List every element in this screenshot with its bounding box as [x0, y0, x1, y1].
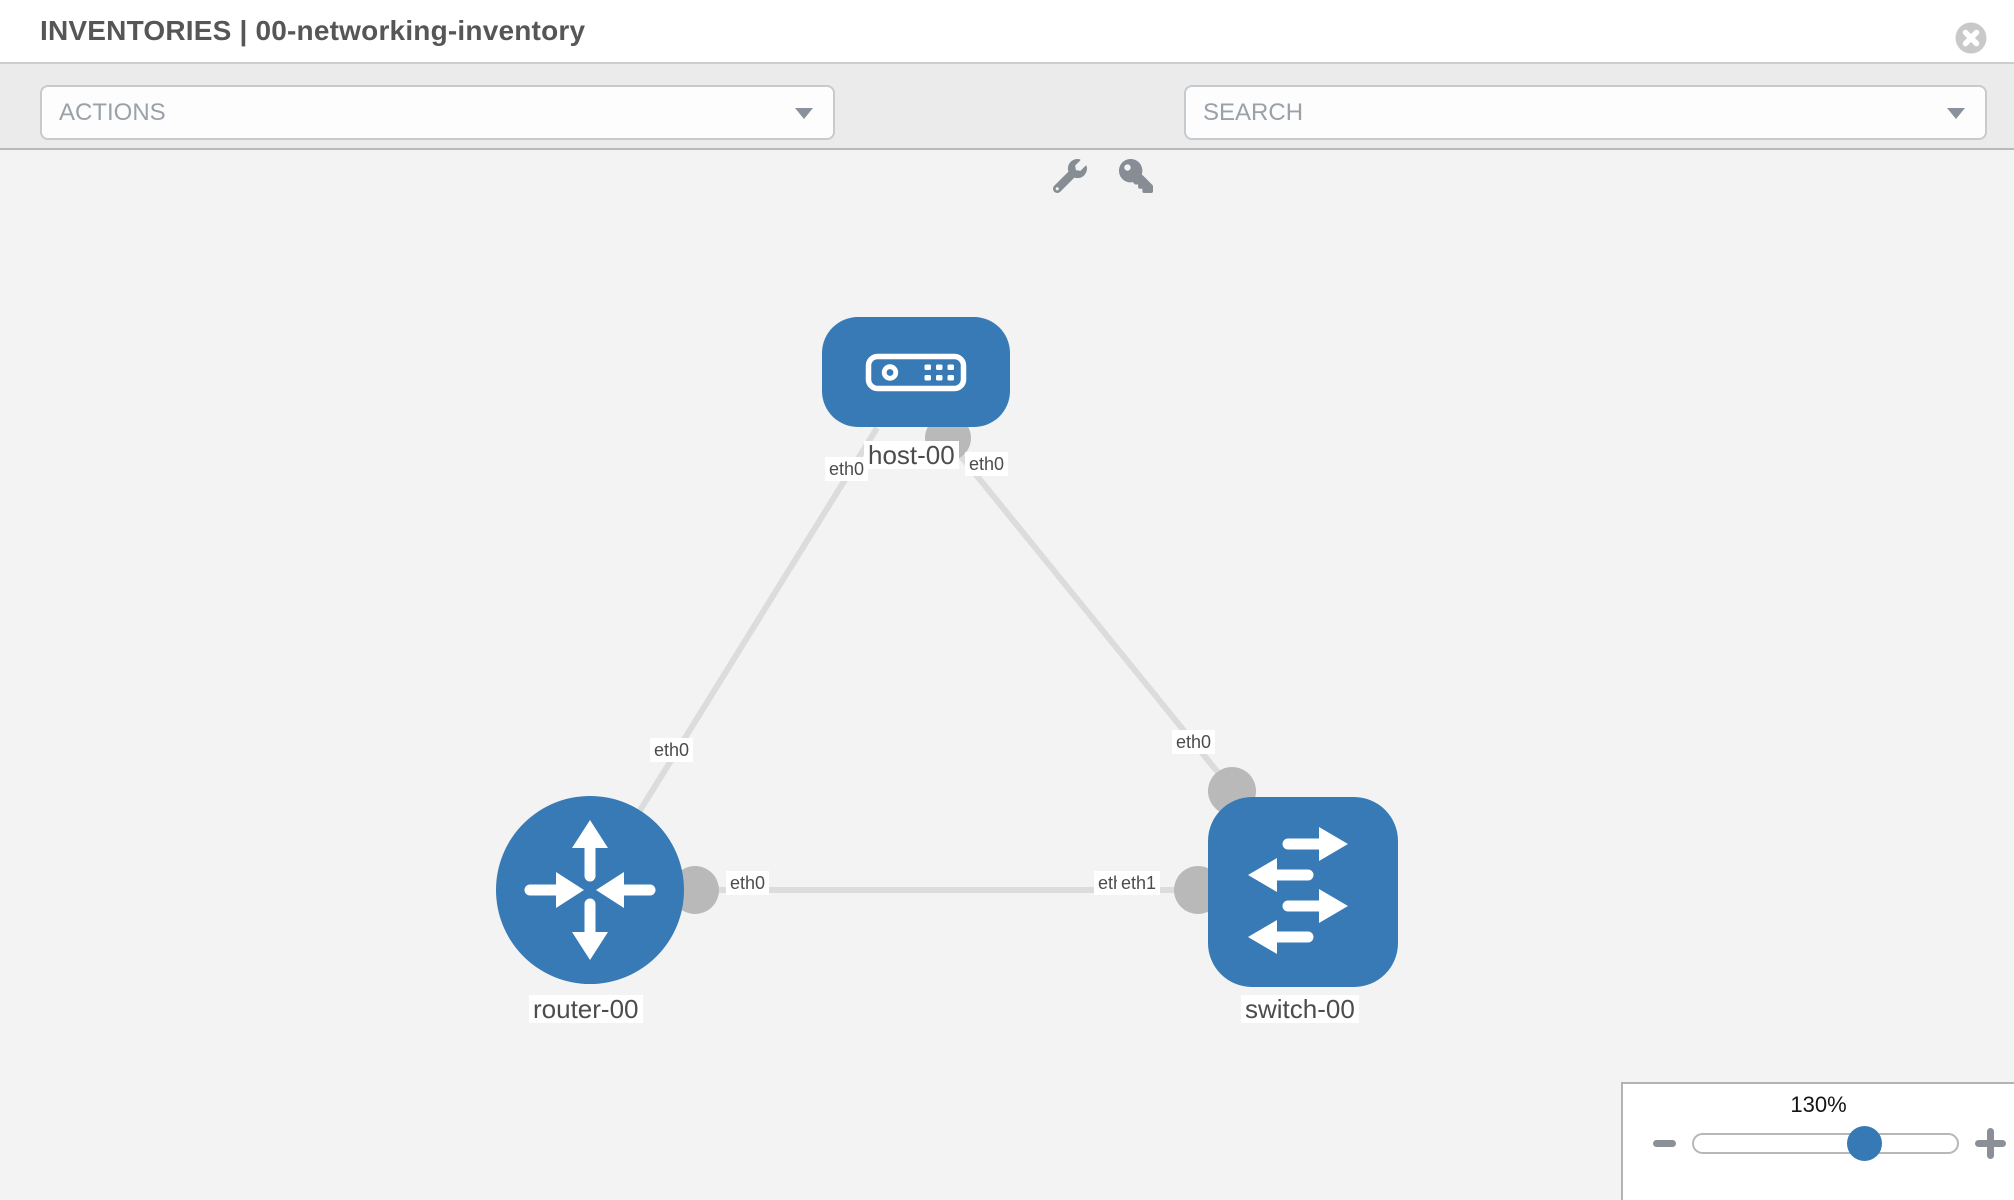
zoom-panel: 130% — [1621, 1082, 2014, 1200]
switch-icon — [1248, 827, 1348, 954]
zoom-out-button[interactable] — [1653, 1140, 1676, 1147]
interface-label: eth0 — [1172, 730, 1216, 754]
key-icon — [1119, 158, 1153, 193]
tools-button[interactable] — [1050, 157, 1090, 197]
header: INVENTORIES | 00-networking-inventory — [0, 0, 2014, 64]
topology-canvas[interactable]: host-00 router-00 switch-00 eth0 eth0 et… — [0, 152, 2014, 1200]
host-icon — [865, 353, 967, 392]
zoom-slider-track[interactable] — [1692, 1133, 1959, 1154]
actions-dropdown[interactable]: ACTIONS — [40, 85, 835, 140]
zoom-slider-thumb[interactable] — [1847, 1126, 1882, 1161]
node-host-00[interactable] — [822, 317, 1010, 427]
chevron-down-icon — [1947, 108, 1965, 119]
node-switch-00[interactable] — [1208, 797, 1398, 987]
router-icon — [524, 820, 656, 960]
interface-label: eth0 — [726, 871, 770, 895]
wrench-icon — [1052, 158, 1087, 193]
chevron-down-icon — [795, 108, 813, 119]
node-label: switch-00 — [1241, 995, 1359, 1023]
interface-label: eth1 — [1117, 871, 1161, 895]
node-label: router-00 — [529, 995, 643, 1023]
zoom-level: 130% — [1790, 1092, 1847, 1117]
zoom-in-button[interactable] — [1975, 1140, 2006, 1147]
interface-label: eth0 — [650, 738, 694, 762]
toolbar: ACTIONS SEARCH — [0, 64, 2014, 193]
node-label: host-00 — [864, 441, 959, 469]
close-icon — [1955, 22, 1987, 54]
interface-label: eth0 — [825, 457, 869, 481]
node-router-00[interactable] — [496, 796, 684, 984]
interface-label: eth0 — [965, 452, 1009, 476]
page-title: INVENTORIES | 00-networking-inventory — [40, 15, 586, 46]
close-button[interactable] — [1955, 22, 1987, 54]
search-dropdown-label: SEARCH — [1203, 99, 1304, 126]
key-button[interactable] — [1116, 157, 1156, 197]
search-dropdown[interactable]: SEARCH — [1184, 85, 1987, 140]
actions-dropdown-label: ACTIONS — [59, 99, 166, 126]
